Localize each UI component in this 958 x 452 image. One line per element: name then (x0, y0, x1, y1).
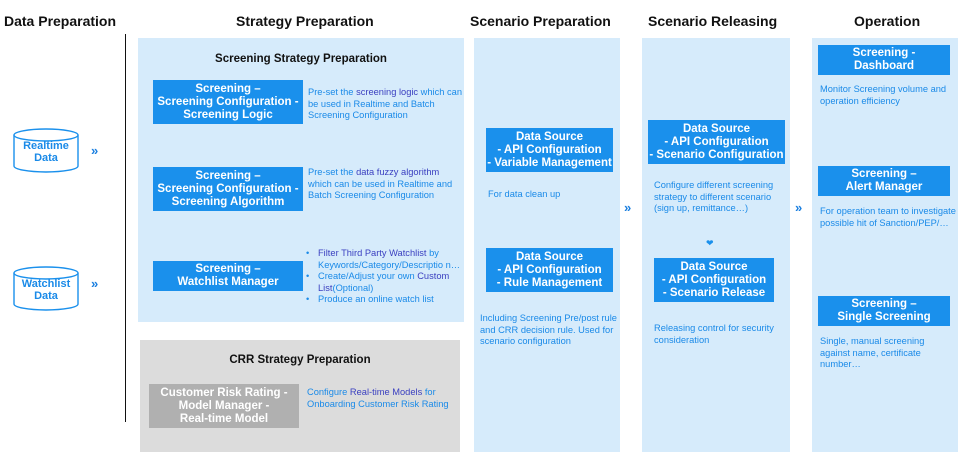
box-line: Screening – (195, 169, 261, 182)
watchlist-data-label-2: Data (34, 290, 58, 302)
alert-manager-box[interactable]: Screening – Alert Manager (818, 166, 950, 196)
box-line: - API Configuration (497, 143, 602, 156)
watchlist-manager-bullets: Filter Third Party Watchlist by Keywords… (304, 248, 464, 306)
desc-text: which can be used in Realtime and Batch … (308, 87, 463, 120)
screening-logic-desc: Pre-set the screening logic which can be… (308, 87, 464, 122)
desc-highlight: Real-time Models (349, 387, 423, 397)
box-line: Data Source (515, 130, 584, 143)
single-screening-desc: Single, manual screening against name, c… (820, 336, 925, 369)
scenario-configuration-desc: Configure different screening strategy t… (654, 180, 774, 213)
rule-management-desc: Including Screening Pre/post rule and CR… (480, 313, 617, 346)
box-line: Watchlist Manager (177, 276, 279, 288)
dashboard-box[interactable]: Screening - Dashboard (818, 45, 950, 75)
box-line: - Rule Management (496, 276, 603, 289)
screening-algorithm-box[interactable]: Screening – Screening Configuration - Sc… (153, 167, 303, 211)
box-line: Model Manager - (178, 399, 270, 412)
box-line: Screening – (851, 298, 917, 310)
box-line: Data Source (680, 260, 748, 273)
heart-icon: ❤ (706, 238, 714, 248)
box-line: - API Configuration (497, 263, 602, 276)
stage-title-strategy-preparation: Strategy Preparation (236, 13, 374, 29)
desc-text: Create/Adjust your own (318, 271, 418, 281)
desc-highlight: Custom List (318, 271, 450, 293)
box-line: Screening Configuration - (157, 95, 299, 108)
bullet-item: Produce an online watch list (304, 294, 464, 306)
box-line: Screening Configuration - (157, 182, 299, 195)
watchlist-data-cylinder: Watchlist Data (12, 266, 80, 312)
stage-title-data-preparation: Data Preparation (4, 13, 117, 29)
box-line: Customer Risk Rating - (160, 386, 288, 399)
desc-text: Pre-set the (308, 87, 357, 97)
variable-management-desc: For data clean up (488, 189, 561, 199)
crr-model-desc: Configure Real-time Models for Onboardin… (307, 387, 457, 410)
desc-text: Configure (307, 387, 350, 397)
box-line: Real-time Model (179, 412, 269, 425)
watchlist-data-label-1: Watchlist (21, 278, 71, 290)
box-line: - API Configuration (661, 273, 767, 286)
desc-highlight: Filter Third Party Watchlist (318, 248, 427, 258)
dashboard-desc: Monitor Screening volume and operation e… (820, 84, 947, 106)
stage-divider (125, 34, 126, 422)
box-line: Dashboard (853, 60, 915, 72)
desc-text: by Keywords/Category/Descriptio n… (318, 248, 461, 270)
box-line: - Variable Management (487, 156, 612, 169)
stage-title-scenario-releasing: Scenario Releasing (648, 13, 778, 29)
desc-text: Pre-set the (308, 167, 357, 177)
realtime-data-cylinder: Realtime Data (12, 128, 80, 174)
database-icon (13, 266, 79, 311)
database-icon (13, 128, 79, 173)
box-line: Single Screening (837, 311, 931, 323)
desc-text: which can be used in Realtime and Batch … (308, 178, 453, 201)
scenario-release-box[interactable]: Data Source - API Configuration - Scenar… (654, 258, 774, 302)
box-line: Data Source (515, 250, 584, 263)
realtime-data-label-2: Data (34, 152, 58, 164)
chevron-right-icon: » (91, 276, 98, 291)
single-screening-box[interactable]: Screening – Single Screening (818, 296, 950, 326)
scenario-configuration-box[interactable]: Data Source - API Configuration - Scenar… (648, 120, 785, 164)
desc-text: (Optional) (332, 282, 374, 293)
screening-logic-box[interactable]: Screening – Screening Configuration - Sc… (153, 80, 303, 124)
scenario-preparation-panel (474, 38, 620, 452)
desc-text: Produce an online watch list (318, 294, 434, 304)
box-line: Data Source (682, 122, 751, 135)
variable-management-box[interactable]: Data Source - API Configuration - Variab… (486, 128, 613, 172)
desc-highlight: data fuzzy algorithm (356, 167, 440, 177)
stage-title-operation: Operation (854, 13, 921, 29)
watchlist-manager-box[interactable]: Screening – Watchlist Manager (153, 261, 303, 291)
alert-manager-desc: For operation team to investigate possib… (820, 206, 956, 228)
watchlist-manager-desc: Filter Third Party Watchlist by Keywords… (304, 248, 464, 306)
crr-model-manager-box[interactable]: Customer Risk Rating - Model Manager - R… (149, 384, 299, 428)
box-line: - API Configuration (664, 135, 769, 148)
realtime-data-label-1: Realtime (23, 140, 69, 152)
crr-strategy-title: CRR Strategy Preparation (229, 354, 371, 366)
box-line: Screening Algorithm (171, 195, 285, 208)
rule-management-box[interactable]: Data Source - API Configuration - Rule M… (486, 248, 613, 292)
box-line: - Scenario Release (662, 286, 766, 299)
box-line: Screening - (852, 47, 916, 59)
box-line: Screening – (195, 82, 261, 95)
scenario-releasing-panel (642, 38, 790, 452)
box-line: Screening – (195, 263, 261, 275)
box-line: Screening Logic (183, 108, 273, 121)
screening-algorithm-desc: Pre-set the data fuzzy algorithm which c… (308, 167, 458, 202)
box-line: Screening – (851, 168, 917, 180)
screening-strategy-title: Screening Strategy Preparation (215, 53, 387, 65)
stage-title-scenario-preparation: Scenario Preparation (470, 13, 611, 29)
chevron-right-icon: » (795, 200, 802, 215)
operation-panel (812, 38, 958, 452)
bullet-item: Create/Adjust your own Custom List(Optio… (304, 271, 464, 294)
box-line: - Scenario Configuration (649, 148, 784, 161)
bullet-item: Filter Third Party Watchlist by Keywords… (304, 248, 464, 271)
desc-highlight: screening logic (356, 87, 419, 97)
box-line: Alert Manager (845, 181, 923, 193)
chevron-right-icon: » (91, 143, 98, 158)
desc-text: for Onboarding Customer Risk Rating (307, 387, 449, 409)
chevron-right-icon: » (624, 200, 631, 215)
scenario-release-desc: Releasing control for security considera… (654, 323, 774, 345)
